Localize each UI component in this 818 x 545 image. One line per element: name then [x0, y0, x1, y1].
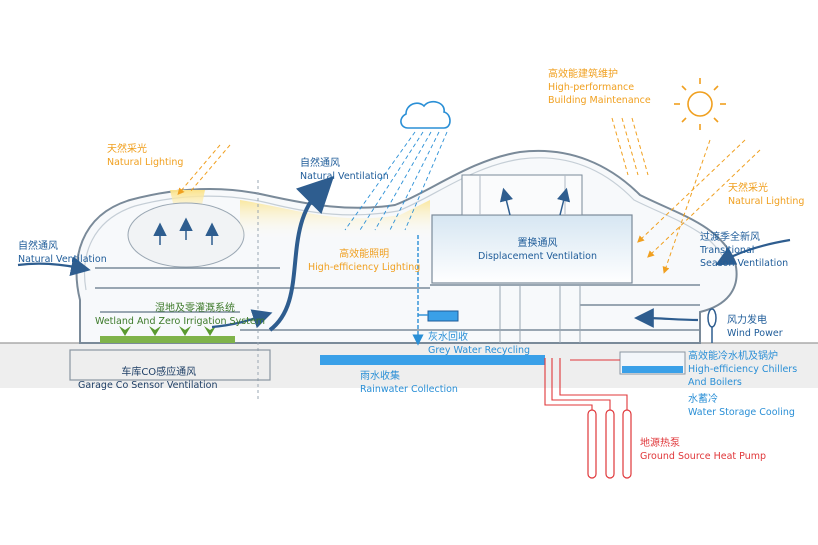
label-garage: 车库CO感应通风 Garage Co Sensor Ventilation: [78, 367, 218, 391]
sun-icon: [674, 78, 726, 130]
wetland-bed: [100, 336, 235, 343]
roof-skin: [83, 157, 727, 291]
rain-lines: [344, 131, 448, 231]
label-heat-pump: 地源热泵 Ground Source Heat Pump: [640, 438, 767, 462]
label-natural-lighting-left: 天然采光 Natural Lighting: [107, 144, 184, 168]
rainwater-tank: [320, 355, 545, 365]
sun-rays: [177, 117, 761, 274]
label-natural-ventilation-center: 自然通风 Natural Ventilation: [300, 158, 389, 182]
heat-pump-wells: [587, 409, 632, 479]
label-natural-lighting-right: 天然采光 Natural Lighting: [728, 183, 805, 207]
cloud-icon: [400, 100, 451, 129]
label-building-maintenance: 高效能建筑维护 High-performance Building Mainte…: [548, 69, 651, 106]
label-rainwater: 雨水收集 Rainwater Collection: [360, 371, 458, 395]
plants: [119, 326, 216, 336]
wind-turbine-icon: [707, 308, 717, 343]
columns: [257, 180, 581, 400]
ventilation-arrows: [17, 175, 791, 332]
label-water-storage: 水蓄冷 Water Storage Cooling: [688, 394, 795, 418]
label-grey-water: 灰水回收 Grey Water Recycling: [428, 332, 531, 356]
label-transitional-ventilation: 过渡季全新风 Transitional Season Ventilation: [700, 232, 789, 269]
label-natural-ventilation-left: 自然通风 Natural Ventilation: [18, 241, 107, 265]
label-chillers: 高效能冷水机及锅炉 High-efficiency Chillers And B…: [688, 351, 798, 388]
garage: [69, 349, 271, 381]
displacement-hall: [431, 214, 633, 284]
label-high-efficiency-lighting: 高效能照明 High-efficiency Lighting: [308, 249, 421, 273]
label-wetland: 湿地及零灌溉系统 Wetland And Zero Irrigation Sys…: [95, 303, 265, 327]
label-displacement-ventilation: 置换通风 Displacement Ventilation: [478, 238, 597, 262]
grey-water-tank: [427, 310, 459, 322]
roof-glow: [240, 200, 430, 240]
floor-slabs: [95, 267, 700, 331]
label-wind-power: 风力发电 Wind Power: [727, 315, 783, 339]
